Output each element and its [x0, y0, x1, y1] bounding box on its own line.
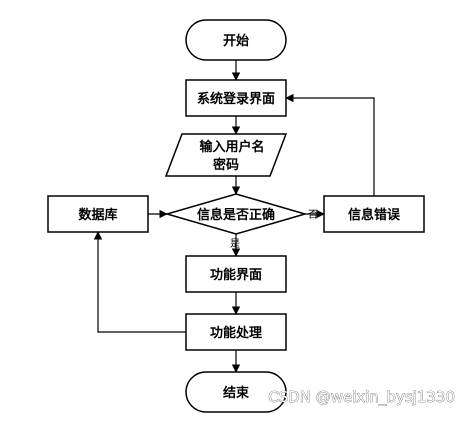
edge-process-database — [93, 231, 186, 333]
login-node — [185, 79, 287, 117]
database-node — [47, 195, 149, 233]
check-label: 信息是否正确 — [197, 207, 275, 223]
input-label-line1: 输入用户名 — [199, 139, 264, 155]
no-label: 否 — [308, 209, 318, 221]
end-node — [185, 371, 287, 413]
input-node — [164, 133, 288, 177]
menu-node — [185, 255, 287, 293]
edge-error-login — [285, 93, 375, 196]
database-label: 数据库 — [78, 207, 117, 223]
yes-label: 是 — [230, 238, 240, 250]
watermark-text: CSDN @weixin_bysj1330 — [268, 388, 455, 407]
start-label: 开始 — [223, 33, 249, 49]
menu-label: 功能界面 — [210, 267, 262, 283]
process-node — [185, 313, 287, 351]
input-label-line2: 密码 — [212, 157, 239, 173]
error-label: 信息错误 — [348, 207, 401, 223]
process-label: 功能处理 — [210, 325, 262, 341]
login-label: 系统登录界面 — [197, 91, 275, 107]
end-label: 结束 — [223, 385, 250, 401]
